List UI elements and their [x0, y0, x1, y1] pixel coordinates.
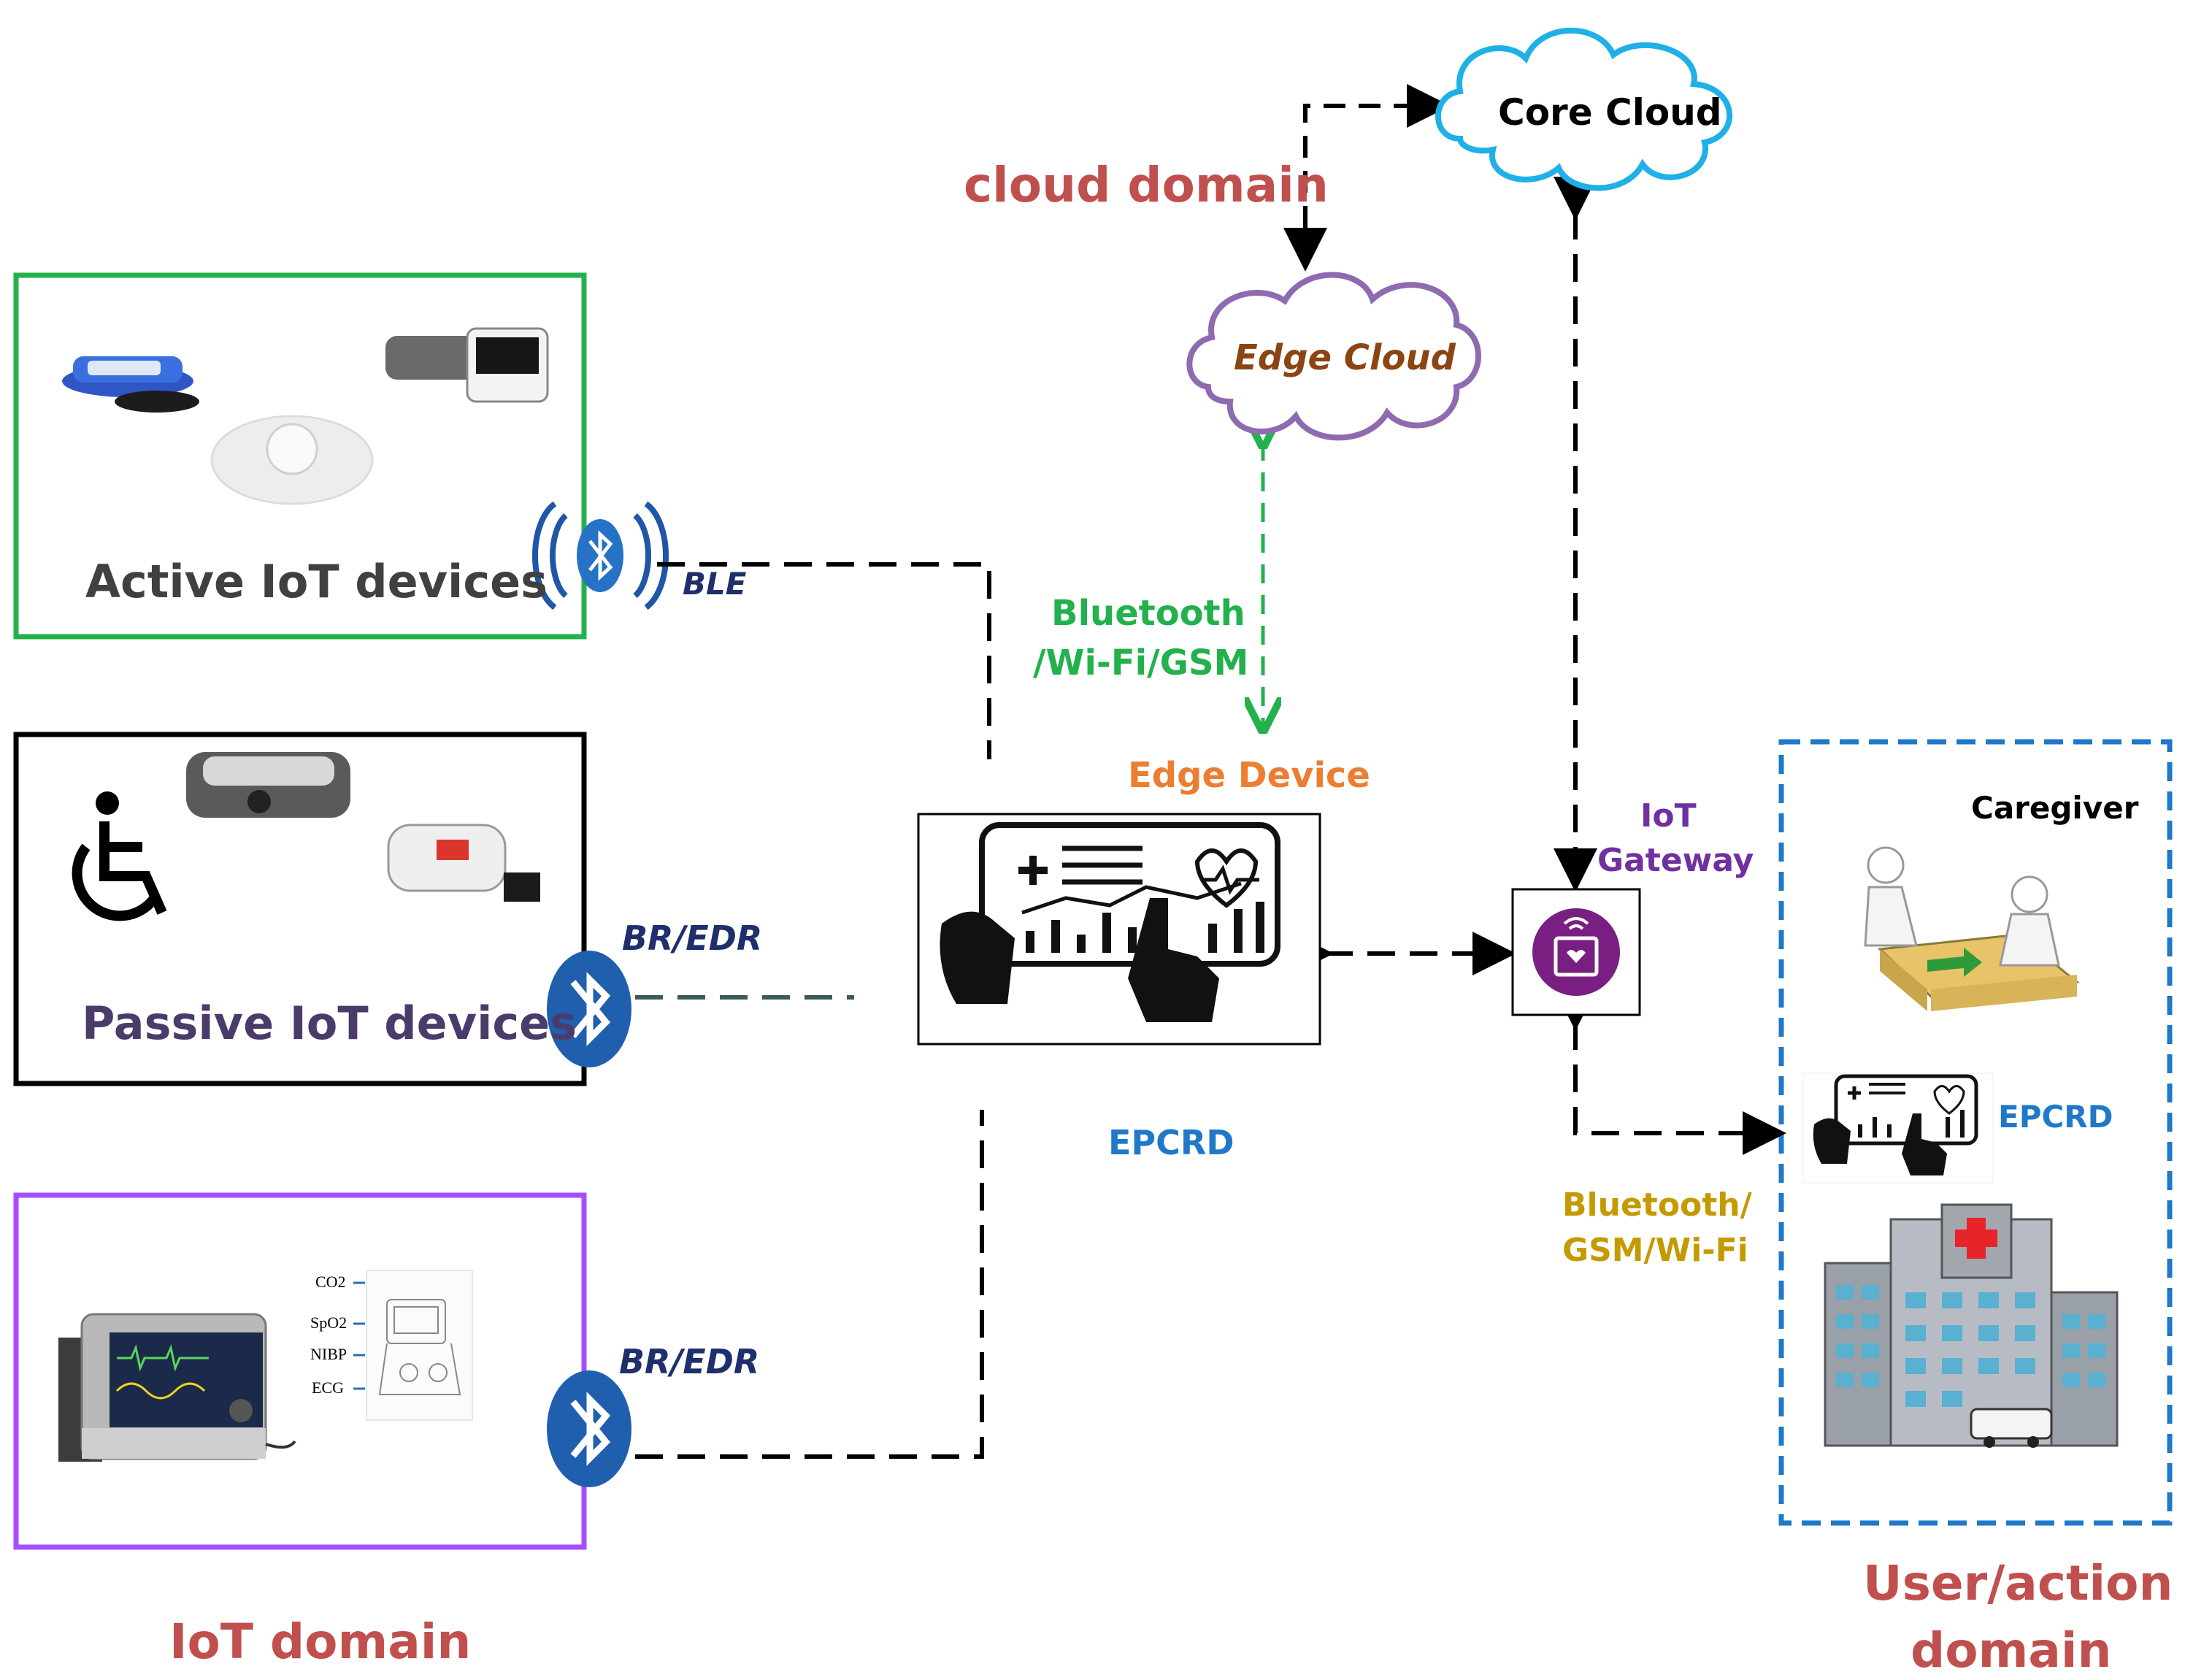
monitor-param-spo2: SpO2	[310, 1313, 347, 1332]
core-edge-link	[1303, 84, 1451, 263]
cloud-domain-label: cloud domain	[964, 157, 1329, 213]
monitor-param-nibp: NIBP	[310, 1345, 347, 1363]
pulse-oximeter-icon	[62, 356, 199, 413]
active-devices-label: Active IoT devices	[85, 555, 548, 608]
edge-link-label-line1: Bluetooth	[1051, 593, 1245, 634]
patient-monitor-icon	[58, 1313, 296, 1462]
monitor-param-ecg: ECG	[312, 1378, 344, 1397]
caregiver-label: Caregiver	[1971, 790, 2139, 826]
iot-gateway-icon	[1532, 908, 1620, 996]
monitor-link	[635, 1110, 984, 1459]
passive-devices-box	[13, 732, 587, 1086]
monitor-param-ticks	[353, 1281, 365, 1390]
monitor-sketch-icon	[366, 1270, 473, 1421]
user-domain-box	[1778, 739, 2173, 1526]
active-devices-box	[13, 272, 587, 640]
monitor-bluetooth-icon	[547, 1370, 631, 1487]
core-cloud-label: Core Cloud	[1498, 91, 1722, 134]
gateway-link-label-line1: Bluetooth/	[1562, 1186, 1752, 1224]
user-epcrd-label: EPCRD	[1998, 1099, 2113, 1135]
iot-gateway-label-line1: IoT	[1640, 797, 1697, 835]
br-edr-label-2: BR/EDR	[619, 1342, 760, 1381]
caregiver-icon	[1864, 846, 2080, 1011]
ble-bluetooth-icon	[531, 501, 669, 610]
user-domain-label-line2: domain	[1911, 1622, 2112, 1679]
ble-label: BLE	[683, 566, 747, 602]
ble-link	[657, 562, 991, 759]
passive-devices-label: Passive IoT devices	[82, 997, 577, 1050]
gateway-user-link	[1554, 987, 1786, 1155]
gateway-link-label-line2: GSM/Wi-Fi	[1562, 1232, 1748, 1269]
epcrd-tablet-icon	[940, 822, 1280, 1022]
wheelchair-icon	[72, 791, 167, 921]
edge-cloud-shape	[1186, 272, 1481, 441]
cpap-device-icon	[186, 752, 350, 818]
hospital-icon	[1824, 1203, 2119, 1448]
iot-gateway-label-line2: Gateway	[1597, 842, 1754, 879]
wearable-patch-icon	[210, 415, 374, 505]
user-epcrd-tablet-icon	[1802, 1073, 1994, 1184]
user-domain-label-line1: User/action	[1863, 1555, 2173, 1611]
bp-monitor-icon	[385, 327, 549, 403]
iot-domain-label: IoT domain	[169, 1614, 472, 1670]
monitor-param-co2: CO2	[315, 1273, 346, 1291]
infusion-pump-icon	[387, 824, 540, 902]
br-edr-label-1: BR/EDR	[622, 918, 763, 958]
core-cloud-shape	[1435, 27, 1732, 191]
edge-link-label-line2: /Wi-Fi/GSM	[1033, 643, 1249, 683]
passive-bluetooth-icon	[547, 951, 631, 1067]
epcrd-label: EPCRD	[1108, 1123, 1234, 1162]
edge-device-label: Edge Device	[1128, 755, 1370, 796]
edge-cloud-label: Edge Cloud	[1234, 337, 1456, 378]
